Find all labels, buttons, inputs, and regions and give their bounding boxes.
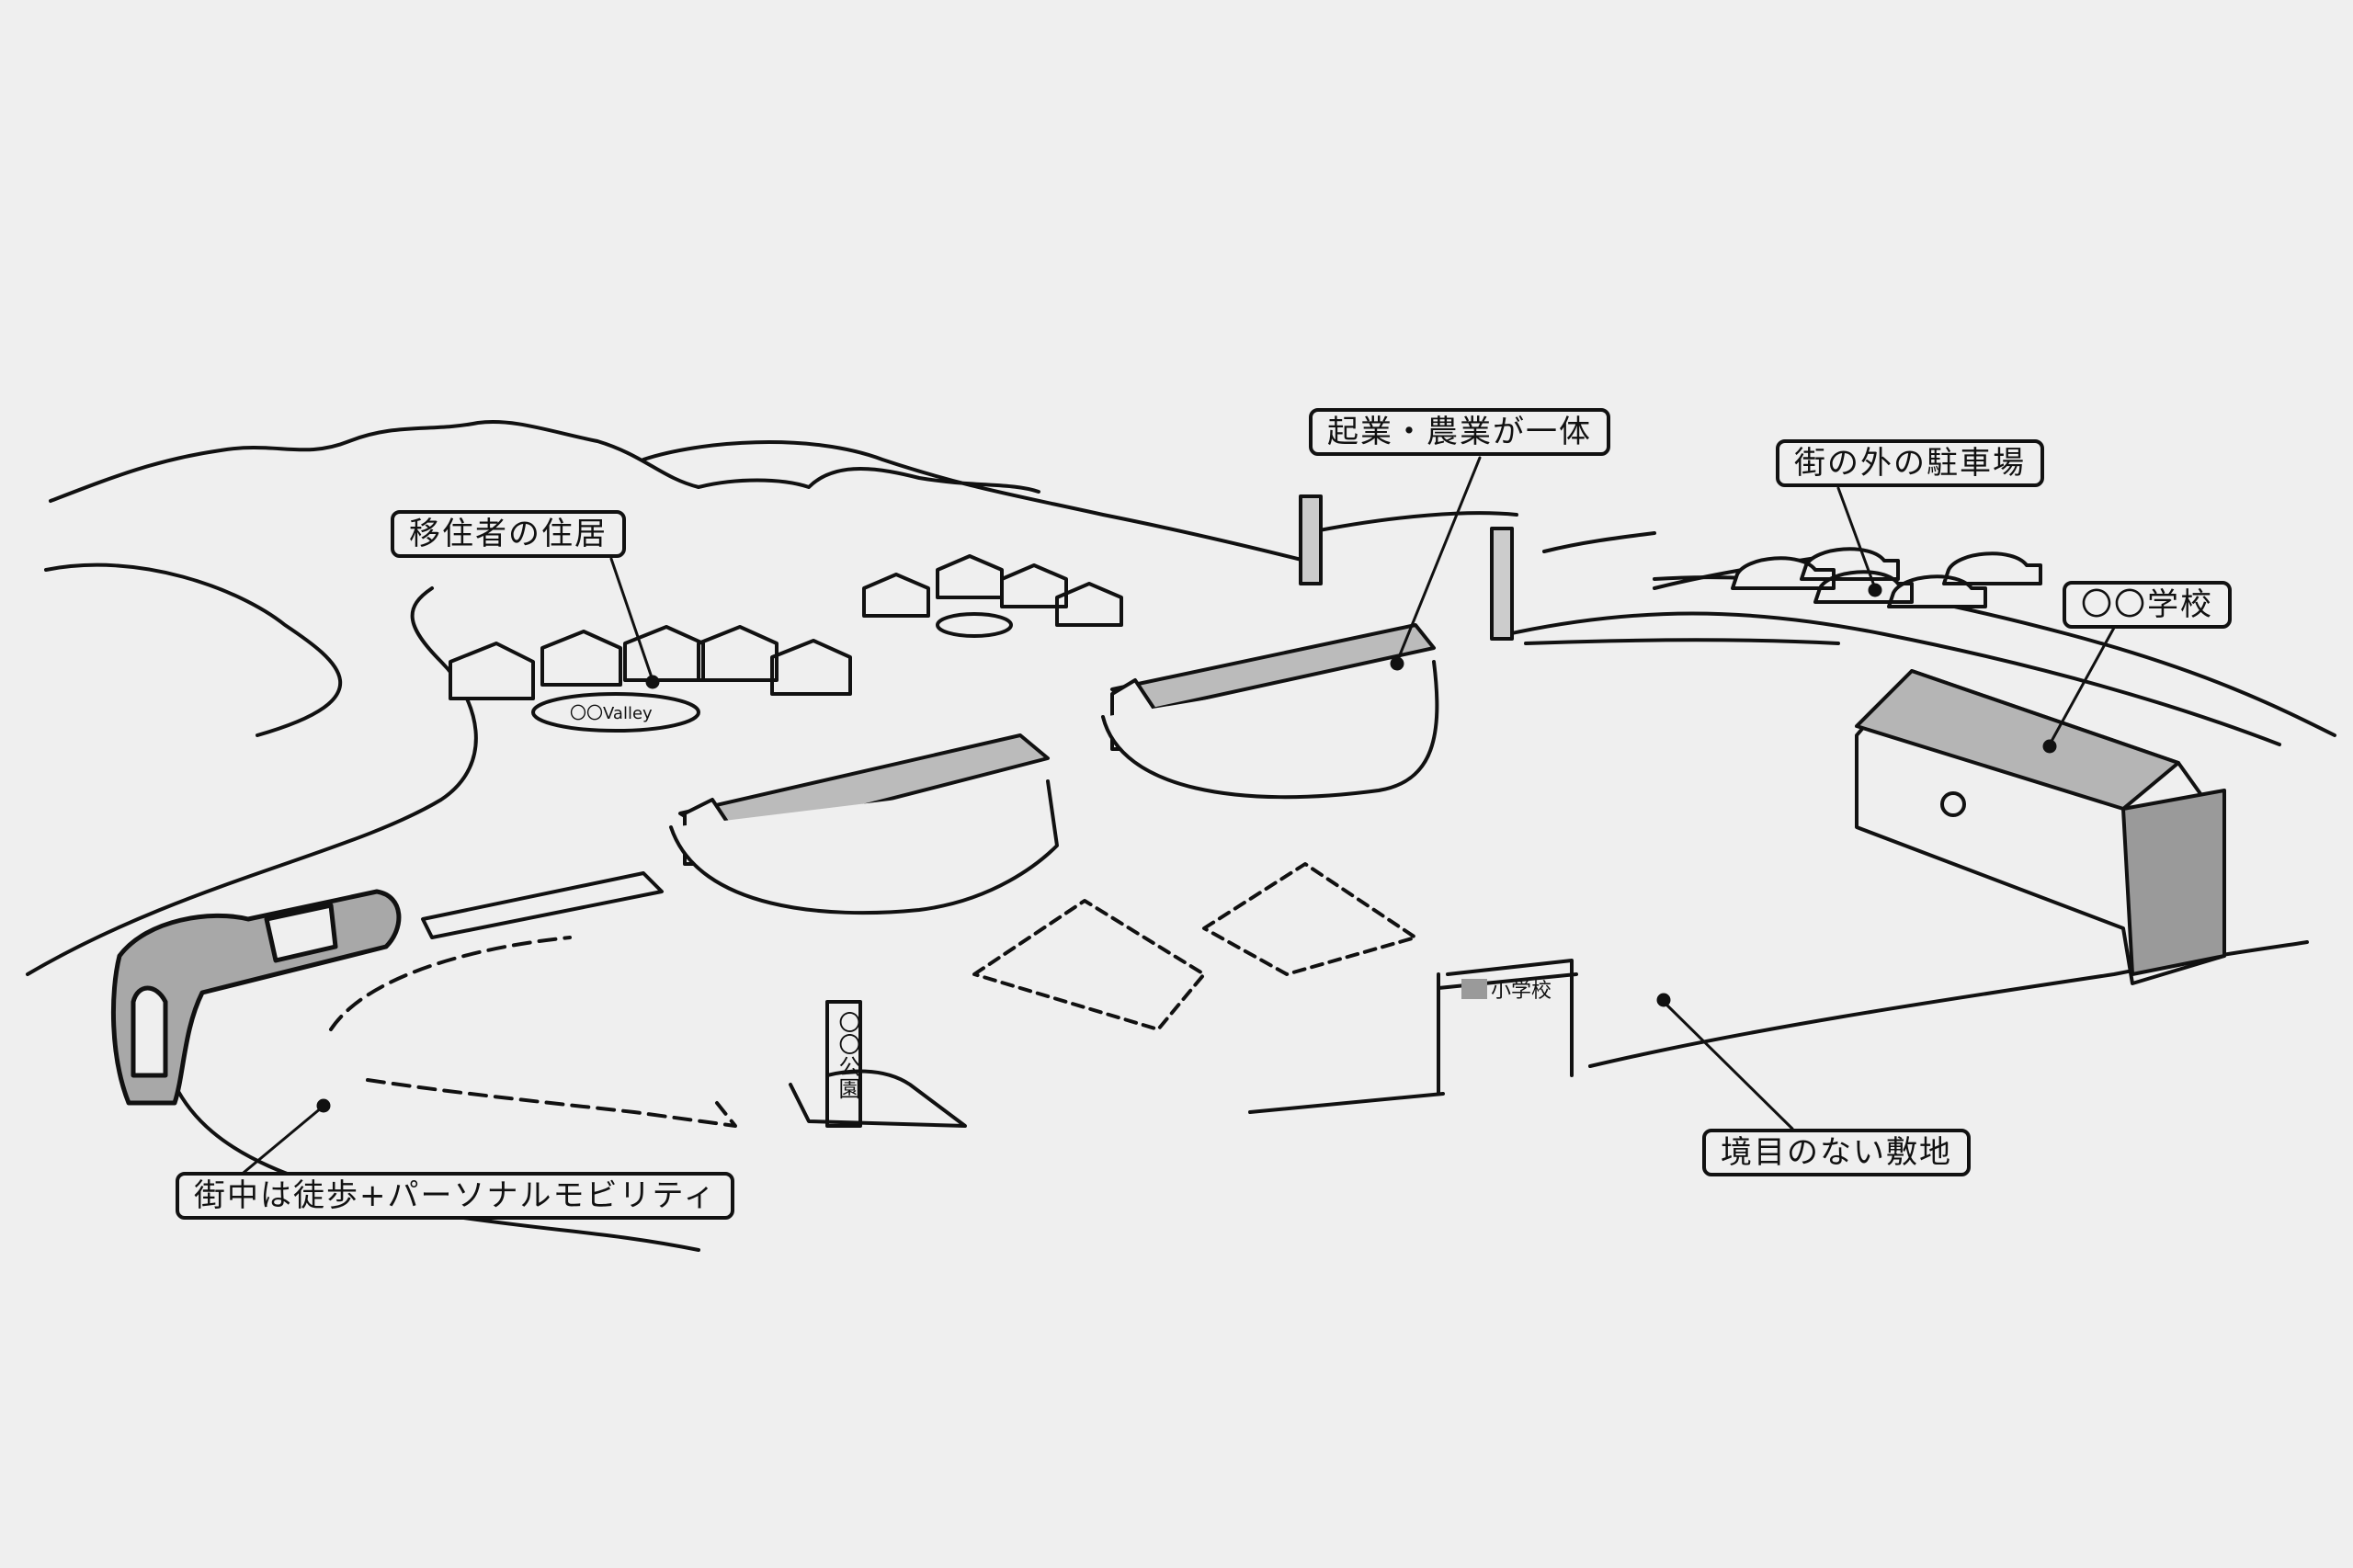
valley-sign: 〇〇Valley xyxy=(570,704,653,723)
barn-left xyxy=(669,733,1059,915)
label-residences: 移住者の住居 xyxy=(391,510,626,558)
label-borderless-site: 境目のない敷地 xyxy=(1702,1129,1971,1176)
label-parking: 街の外の駐車場 xyxy=(1776,439,2044,487)
tower-pole-1 xyxy=(1299,494,1323,585)
blurred-school-name xyxy=(1461,979,1487,999)
hill-left xyxy=(44,562,343,737)
platform xyxy=(421,871,664,939)
playground xyxy=(329,936,737,1128)
barn-right xyxy=(1101,623,1439,800)
road-left xyxy=(26,586,478,976)
park-sign: 〇〇公園 xyxy=(835,1011,860,1099)
train xyxy=(110,889,402,1106)
mountain-ridge xyxy=(49,420,1307,562)
leader-lines xyxy=(237,456,2116,1178)
fence xyxy=(1248,638,2309,1114)
field-outline xyxy=(972,862,1417,1031)
park-sign-base xyxy=(789,1069,967,1128)
tower-pole-2 xyxy=(1490,527,1514,641)
residence-houses xyxy=(449,554,1123,733)
label-school: 〇〇学校 xyxy=(2063,581,2232,629)
school-building xyxy=(1855,669,2226,985)
parked-cars xyxy=(1731,547,2042,608)
label-mobility: 街中は徒歩+パーソナルモビリティ xyxy=(176,1172,735,1220)
park-sign-pole xyxy=(825,1000,862,1128)
elementary-school-sign: 小学校 xyxy=(1491,980,1552,1003)
road-main xyxy=(173,1083,700,1252)
label-startup-farming: 起業・農業が一体 xyxy=(1309,408,1610,456)
